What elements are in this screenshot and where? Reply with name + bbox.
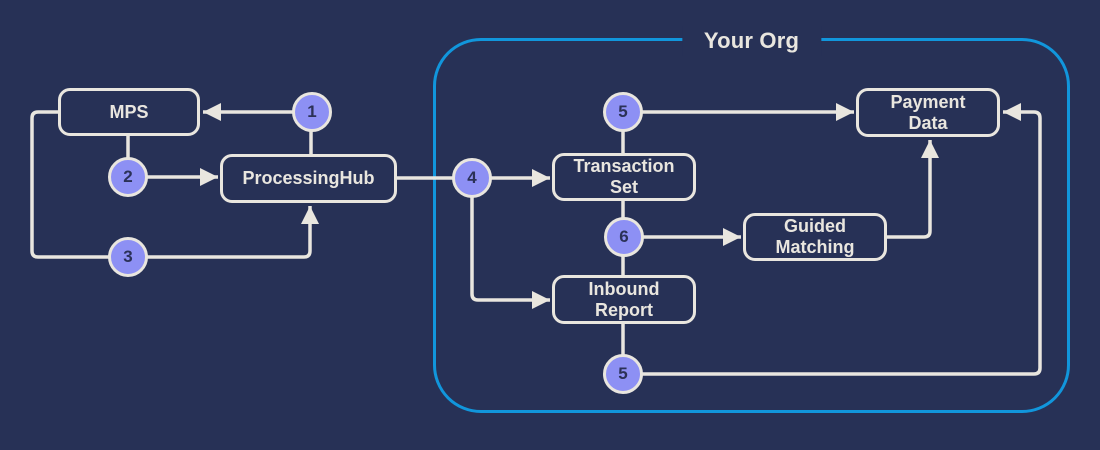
step-badge-6: 6 xyxy=(604,217,644,257)
node-payment-data: Payment Data xyxy=(856,88,1000,137)
wire-guidedmatching-to-paymentdata xyxy=(887,140,939,239)
your-org-container: Your Org xyxy=(433,26,1070,413)
step-badge-4: 4 xyxy=(452,158,492,198)
node-transaction-set: Transaction Set xyxy=(552,153,696,201)
node-guided-matching-label: Guided Matching xyxy=(775,216,855,257)
wire-badge4-to-inboundreport xyxy=(470,178,550,309)
wire-transactionset-to-paymentdata xyxy=(621,103,854,153)
step-badge-3: 3 xyxy=(108,237,148,277)
node-processing-hub-label: ProcessingHub xyxy=(242,168,375,188)
node-transaction-set-label: Transaction Set xyxy=(573,156,675,197)
node-processing-hub: ProcessingHub xyxy=(220,154,397,203)
step-badge-1: 1 xyxy=(292,92,332,132)
node-payment-data-label: Payment Data xyxy=(890,91,966,133)
node-inbound-report: Inbound Report xyxy=(552,275,696,324)
wire-mps-loop-to-processinghub xyxy=(30,110,319,259)
step-badge-2: 2 xyxy=(108,157,148,197)
step-badge-5-bottom: 5 xyxy=(603,354,643,394)
node-mps: MPS xyxy=(58,88,200,136)
node-mps-label: MPS xyxy=(109,101,149,122)
node-inbound-report-label: Inbound Report xyxy=(588,278,660,320)
node-guided-matching: Guided Matching xyxy=(743,213,887,261)
step-badge-5-top: 5 xyxy=(603,92,643,132)
your-org-label: Your Org xyxy=(681,26,822,56)
